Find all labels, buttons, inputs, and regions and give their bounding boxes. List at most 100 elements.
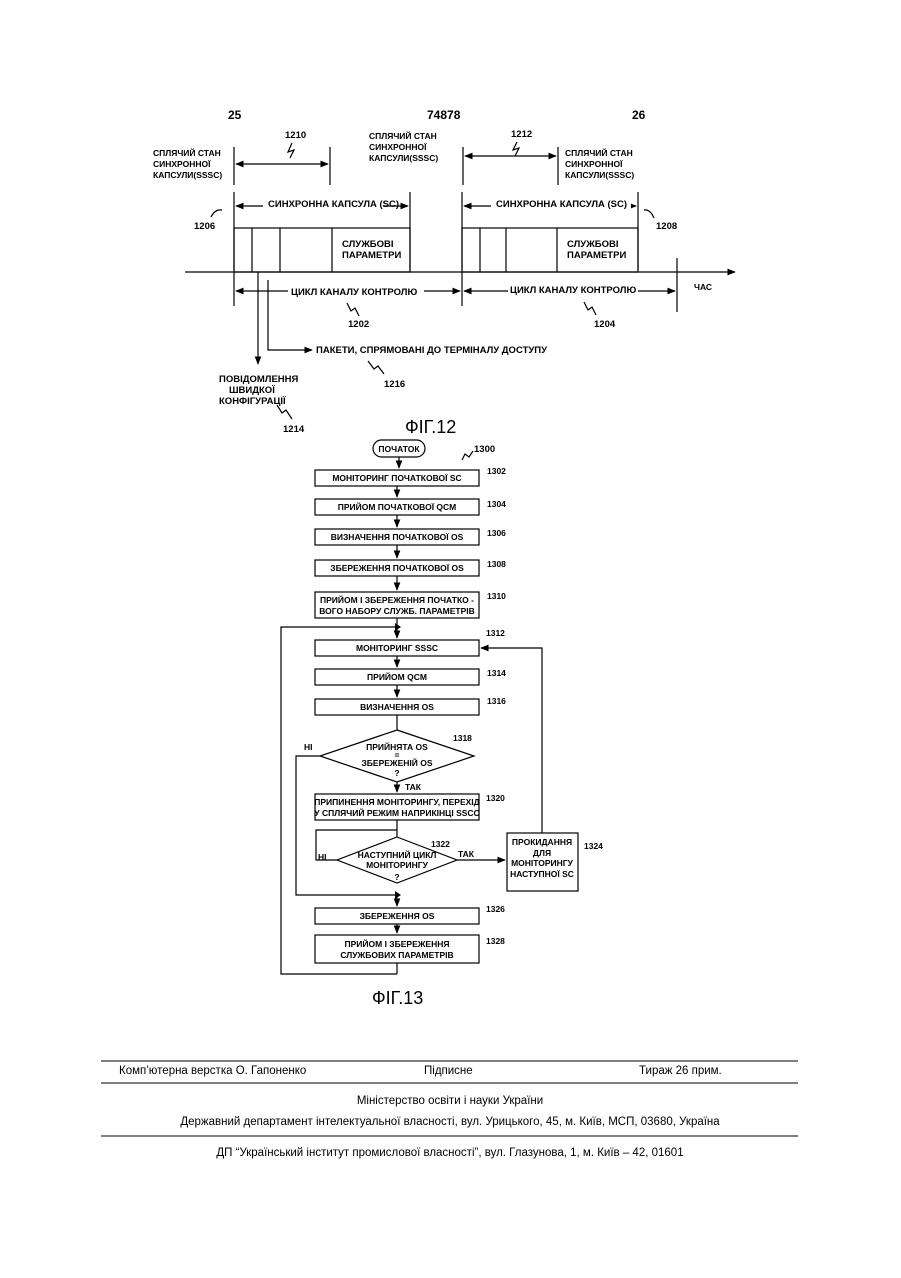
svg-text:НАСТУПНИЙ ЦИКЛ: НАСТУПНИЙ ЦИКЛ [358, 849, 437, 860]
box-1312: МОНІТОРИНГ SSSC 1312 [315, 628, 505, 656]
svg-text:1328: 1328 [486, 936, 505, 946]
svg-text:ТАК: ТАК [458, 849, 475, 859]
start-label: ПОЧАТОК [378, 444, 420, 454]
svg-text:МОНІТОРИНГУ: МОНІТОРИНГУ [366, 860, 429, 870]
svg-text:1318: 1318 [453, 733, 472, 743]
sleep-state-label-right: СПЛЯЧИЙ СТАН СИНХРОННОЇ КАПСУЛИ(SSSC) [565, 147, 634, 180]
box-1316: ВИЗНАЧЕННЯ OS 1316 [315, 696, 506, 715]
box-1314: ПРИЙОМ QCM 1314 [315, 668, 506, 685]
ref-pointer [211, 210, 222, 217]
svg-text:КАПСУЛИ(SSSC): КАПСУЛИ(SSSC) [565, 170, 634, 180]
service-params-right-line1: СЛУЖБОВІ [567, 239, 619, 250]
ref-pointer [368, 361, 384, 374]
svg-text:ЗБЕРЕЖЕННЯ OS: ЗБЕРЕЖЕННЯ OS [360, 911, 435, 921]
header-left-page-number: 25 [228, 108, 242, 122]
svg-text:1322: 1322 [431, 839, 450, 849]
box-1326: ЗБЕРЕЖЕННЯ OS 1326 [315, 904, 505, 924]
header-right-page-number: 26 [632, 108, 646, 122]
svg-text:?: ? [394, 768, 399, 778]
ref-pointer [277, 405, 292, 419]
svg-text:1316: 1316 [487, 696, 506, 706]
sleep-state-label-mid: СПЛЯЧИЙ СТАН СИНХРОННОЇ КАПСУЛИ(SSSC) [369, 130, 438, 163]
figure-13-caption: ФІГ.13 [372, 988, 423, 1008]
svg-text:1320: 1320 [486, 793, 505, 803]
svg-text:1306: 1306 [487, 528, 506, 538]
circulation-label: Тираж 26 прим. [639, 1065, 722, 1077]
svg-text:КОНФІГУРАЦІЇ: КОНФІГУРАЦІЇ [219, 396, 286, 407]
service-params-left-line1: СЛУЖБОВІ [342, 239, 394, 250]
box-1304: ПРИЙОМ ПОЧАТКОВОЇ QCM 1304 [315, 499, 506, 515]
svg-text:СИНХРОННОЇ: СИНХРОННОЇ [153, 159, 211, 169]
packets-label: ПАКЕТИ, СПРЯМОВАНІ ДО ТЕРМІНАЛУ ДОСТУПУ [316, 345, 547, 356]
svg-text:МОНІТОРИНГУ: МОНІТОРИНГУ [511, 858, 574, 868]
svg-text:СИНХРОННОЇ: СИНХРОННОЇ [565, 159, 623, 169]
ref-1210: 1210 [285, 130, 306, 141]
svg-text:1314: 1314 [487, 668, 506, 678]
ref-pointer [584, 302, 596, 315]
svg-text:ВИЗНАЧЕННЯ OS: ВИЗНАЧЕННЯ OS [360, 702, 434, 712]
time-axis-label: ЧАС [694, 282, 712, 292]
svg-text:ПРИЙОМ ПОЧАТКОВОЇ QCM: ПРИЙОМ ПОЧАТКОВОЇ QCM [338, 501, 457, 512]
ref-pointer [513, 142, 519, 156]
svg-text:МОНІТОРИНГ ПОЧАТКОВОЇ SC: МОНІТОРИНГ ПОЧАТКОВОЇ SC [332, 473, 461, 483]
box-1308: ЗБЕРЕЖЕННЯ ПОЧАТКОВОЇ OS 1308 [315, 559, 506, 576]
signed-label: Підписне [424, 1065, 473, 1077]
department-line: Державний департамент інтелектуальної вл… [180, 1116, 720, 1128]
svg-text:ПРИПИНЕННЯ МОНІТОРИНГУ, ПЕРЕХІ: ПРИПИНЕННЯ МОНІТОРИНГУ, ПЕРЕХІД [314, 797, 479, 807]
svg-text:КАПСУЛИ(SSSC): КАПСУЛИ(SSSC) [153, 170, 222, 180]
svg-text:ПРИЙОМ І ЗБЕРЕЖЕННЯ: ПРИЙОМ І ЗБЕРЕЖЕННЯ [345, 938, 450, 949]
ref-pointer [288, 143, 294, 158]
layout-credit: Комп’ютерна верстка О. Гапоненко [119, 1065, 306, 1077]
ref-pointer [644, 210, 654, 218]
box-1302: МОНІТОРИНГ ПОЧАТКОВОЇ SC 1302 [315, 466, 506, 486]
ref-1300: 1300 [474, 444, 495, 455]
svg-text:ПРИЙОМ QCM: ПРИЙОМ QCM [367, 671, 427, 682]
svg-text:СПЛЯЧИЙ СТАН: СПЛЯЧИЙ СТАН [369, 130, 437, 141]
svg-text:1312: 1312 [486, 628, 505, 638]
service-params-left-line2: ПАРАМЕТРИ [342, 250, 401, 261]
svg-text:ШВИДКОЇ: ШВИДКОЇ [229, 385, 275, 396]
svg-text:ВОГО НАБОРУ СЛУЖБ. ПАРАМЕТРІВ: ВОГО НАБОРУ СЛУЖБ. ПАРАМЕТРІВ [319, 606, 475, 616]
svg-text:ДЛЯ: ДЛЯ [533, 848, 551, 858]
svg-text:ПРОКИДАННЯ: ПРОКИДАННЯ [512, 837, 572, 847]
figure-13: ПОЧАТОК 1300 МОНІТОРИНГ ПОЧАТКОВОЇ SC 13… [281, 440, 603, 1008]
svg-text:?: ? [394, 872, 399, 882]
sync-capsule-label-right: СИНХРОННА КАПСУЛА (SC) [496, 199, 627, 210]
ref-pointer [462, 451, 473, 460]
ref-1206: 1206 [194, 221, 215, 232]
svg-text:ТАК: ТАК [405, 782, 422, 792]
decision-1318: ПРИЙНЯТА OS = ЗБЕРЕЖЕНІЙ OS ? 1318 НІ ТА… [304, 730, 474, 792]
box-1306: ВИЗНАЧЕННЯ ПОЧАТКОВОЇ OS 1306 [315, 528, 506, 545]
box-1310: ПРИЙОМ І ЗБЕРЕЖЕННЯ ПОЧАТКО - ВОГО НАБОР… [315, 591, 506, 618]
svg-text:КАПСУЛИ(SSSC): КАПСУЛИ(SSSC) [369, 153, 438, 163]
ref-1208: 1208 [656, 221, 677, 232]
box-1324: ПРОКИДАННЯ ДЛЯ МОНІТОРИНГУ НАСТУПНОЇ SC … [507, 833, 603, 891]
svg-text:У СПЛЯЧИЙ РЕЖИМ НАПРИКІНЦІ SSC: У СПЛЯЧИЙ РЕЖИМ НАПРИКІНЦІ SSCC [314, 807, 479, 818]
decision-1322: НАСТУПНИЙ ЦИКЛ МОНІТОРИНГУ ? 1322 НІ ТАК [318, 837, 475, 883]
ministry-line: Міністерство освіти і науки України [357, 1095, 543, 1107]
svg-text:ЗБЕРЕЖЕННЯ ПОЧАТКОВОЇ OS: ЗБЕРЕЖЕННЯ ПОЧАТКОВОЇ OS [330, 563, 464, 573]
figure-12-caption: ФІГ.12 [405, 417, 456, 437]
svg-text:ПОВІДОМЛЕННЯ: ПОВІДОМЛЕННЯ [219, 374, 299, 385]
ref-pointer [347, 303, 359, 316]
box-1328: ПРИЙОМ І ЗБЕРЕЖЕННЯ СЛУЖБОВИХ ПАРАМЕТРІВ… [315, 935, 505, 963]
header-patent-number: 74878 [427, 108, 461, 122]
ref-1202: 1202 [348, 319, 369, 330]
colophon: Комп’ютерна верстка О. Гапоненко Підписн… [101, 1061, 798, 1159]
svg-text:1324: 1324 [584, 841, 603, 851]
sync-capsule-label-left: СИНХРОННА КАПСУЛА (SC) [268, 199, 399, 210]
svg-text:СПЛЯЧИЙ СТАН: СПЛЯЧИЙ СТАН [153, 147, 221, 158]
svg-text:ВИЗНАЧЕННЯ ПОЧАТКОВОЇ OS: ВИЗНАЧЕННЯ ПОЧАТКОВОЇ OS [331, 532, 464, 542]
sleep-state-label-left: СПЛЯЧИЙ СТАН СИНХРОННОЇ КАПСУЛИ(SSSC) [153, 147, 222, 180]
svg-text:СПЛЯЧИЙ СТАН: СПЛЯЧИЙ СТАН [565, 147, 633, 158]
ref-1214: 1214 [283, 424, 305, 435]
quick-config-label: ПОВІДОМЛЕННЯ ШВИДКОЇ КОНФІГУРАЦІЇ [219, 374, 299, 407]
ref-1216: 1216 [384, 379, 405, 390]
svg-text:1308: 1308 [487, 559, 506, 569]
ref-1212: 1212 [511, 129, 532, 140]
institute-line: ДП “Український інститут промислової вла… [216, 1147, 683, 1159]
control-cycle-label-left: ЦИКЛ КАНАЛУ КОНТРОЛЮ [291, 287, 417, 298]
box-1320: ПРИПИНЕННЯ МОНІТОРИНГУ, ПЕРЕХІД У СПЛЯЧИ… [314, 793, 505, 820]
